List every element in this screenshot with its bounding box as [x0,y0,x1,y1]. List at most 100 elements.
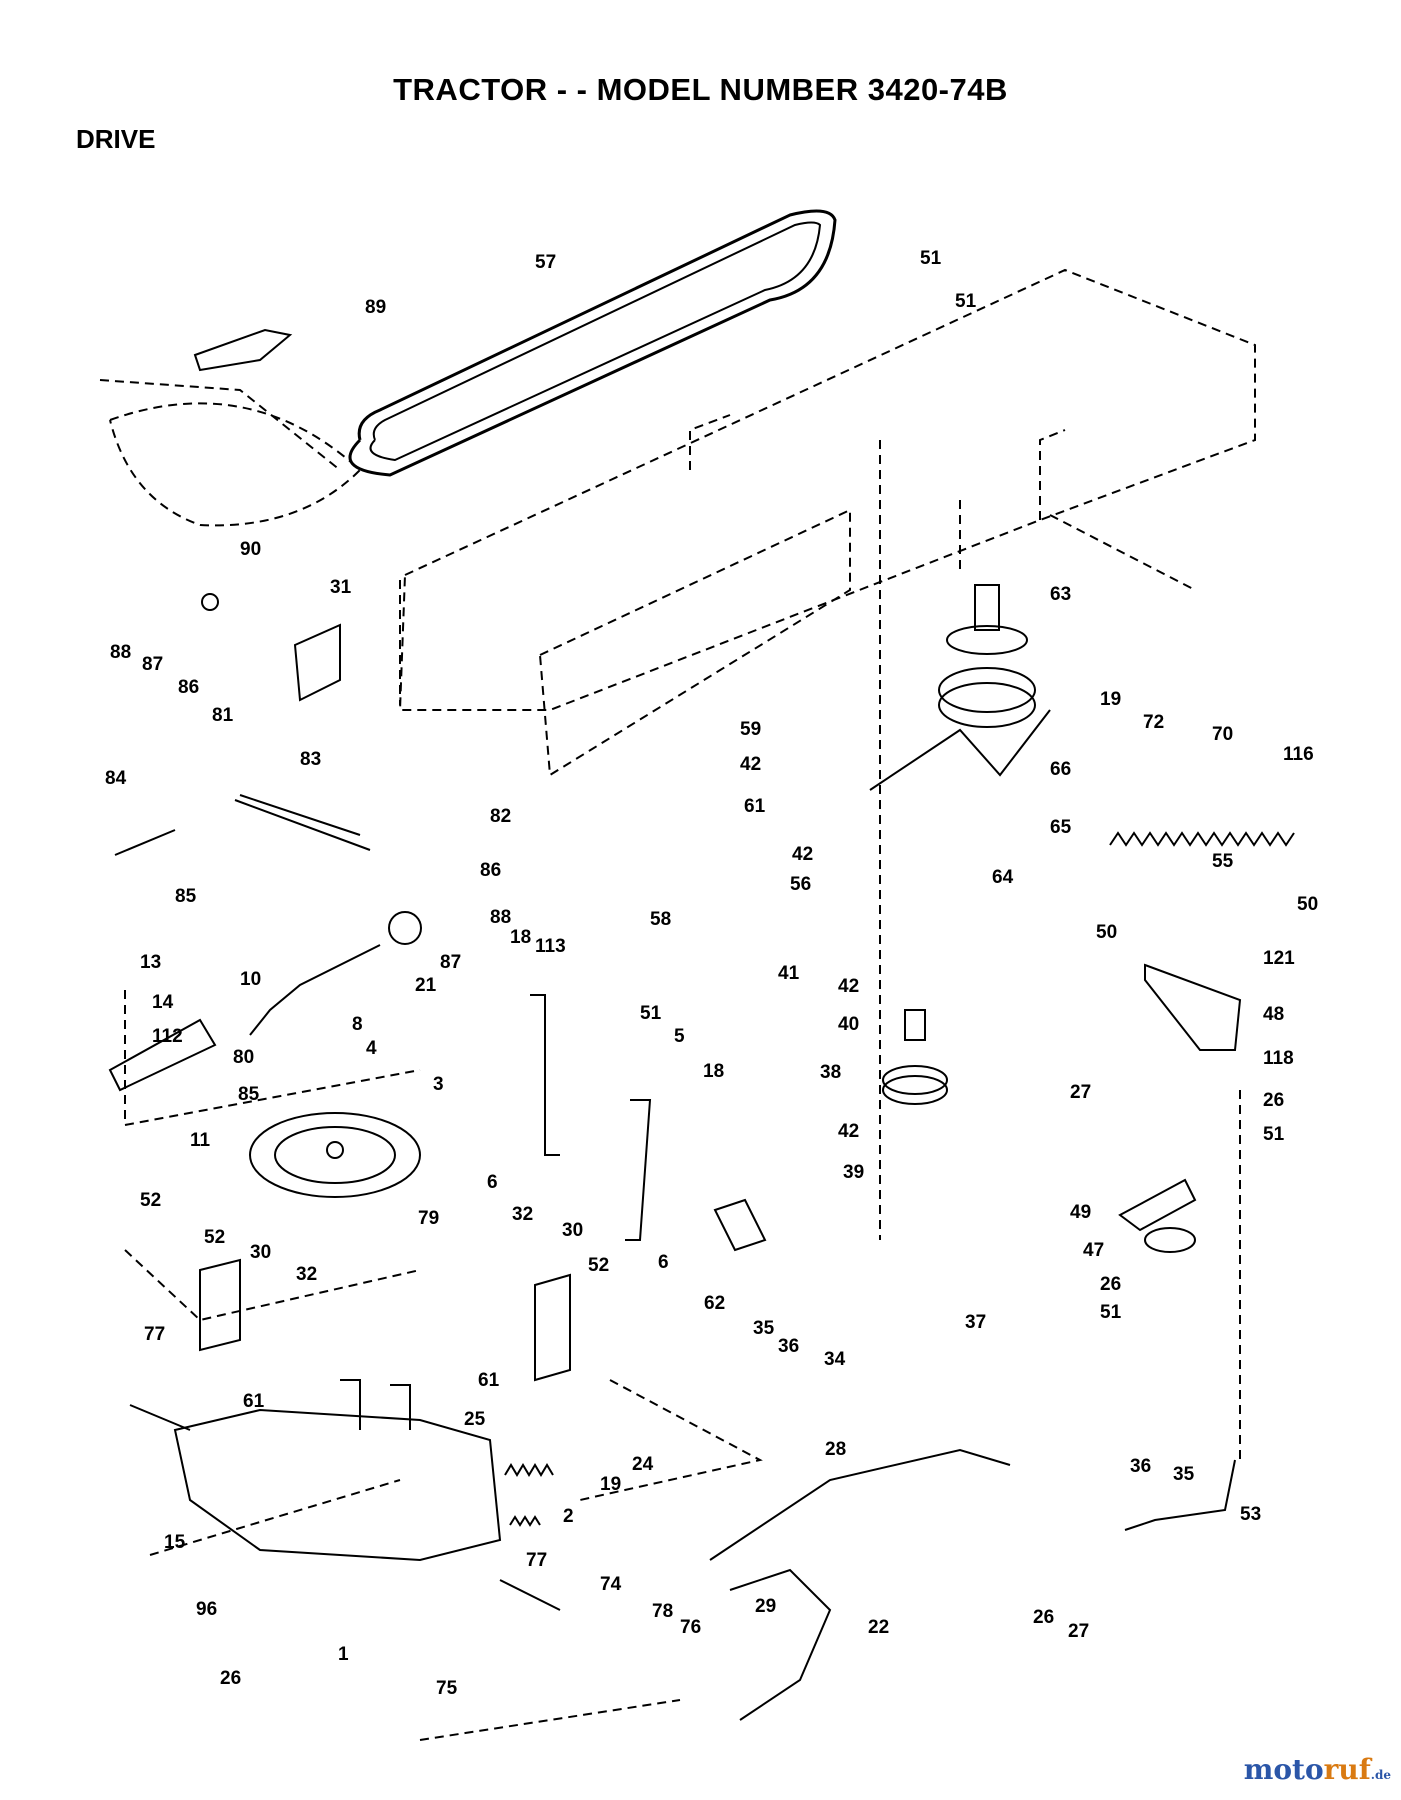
callout-label: 51 [1100,1302,1122,1323]
callout-label: 39 [843,1162,864,1183]
callout-label: 19 [1100,689,1121,710]
callout-label: 55 [1212,851,1234,872]
callout-label: 77 [526,1550,547,1571]
callout-label: 70 [1212,724,1233,745]
callout-label: 42 [838,976,859,997]
callout-label: 5 [674,1026,685,1047]
callout-label: 49 [1070,1202,1091,1223]
callout-label: 62 [704,1293,725,1314]
callout-label: 56 [790,874,811,895]
callout-label: 10 [240,969,261,990]
callout-label: 50 [1297,894,1318,915]
callout-label: 42 [838,1121,859,1142]
pulley-3 [249,1112,421,1198]
callout-label: 57 [535,252,556,273]
callout-label: 77 [144,1324,165,1345]
callout-label: 118 [1263,1048,1294,1069]
callout-label: 4 [366,1038,377,1059]
callout-label: 26 [1263,1090,1284,1111]
callout-label: 85 [175,886,197,907]
callout-label: 37 [965,1312,986,1333]
callout-label: 61 [478,1370,500,1391]
callout-label: 75 [436,1678,458,1699]
callout-label: 21 [415,975,437,996]
callout-label: 87 [440,952,461,973]
callout-label: 42 [792,844,813,865]
callout-label: 32 [512,1204,533,1225]
callout-label: 86 [480,860,501,881]
spring-55 [1109,831,1295,847]
callout-label: 35 [1173,1464,1195,1485]
callout-label: 87 [142,654,163,675]
callout-label: 84 [105,768,127,789]
callout-label: 61 [744,796,766,817]
page-title: TRACTOR - - MODEL NUMBER 3420-74B [393,72,1008,107]
callout-label: 14 [152,992,174,1013]
callout-label: 30 [562,1220,583,1241]
callout-label: 85 [238,1084,260,1105]
callout-label: 41 [778,963,800,984]
callout-label: 6 [487,1172,498,1193]
callout-label: 72 [1143,712,1164,733]
callout-label: 66 [1050,759,1071,780]
callout-label: 36 [778,1336,799,1357]
callout-label: 90 [240,539,261,560]
watermark-part2: ruf [1323,1753,1371,1786]
callout-label: 80 [233,1047,254,1068]
pulley-63 [938,584,1036,728]
callout-label: 6 [658,1252,669,1273]
callout-label: 29 [755,1596,776,1617]
rod-28 [709,1448,1011,1561]
callout-labels: 57 51 51 89 90 31 63 19 72 70 116 88 87 … [105,248,1318,1699]
callout-label: 51 [1263,1124,1285,1145]
bracket-89 [193,328,293,372]
rod-22 [729,1568,832,1721]
callout-label: 59 [740,719,761,740]
callout-label: 25 [464,1409,486,1430]
callout-label: 3 [433,1074,444,1095]
callout-label: 15 [164,1532,186,1553]
watermark-logo: motoruf.de [1244,1753,1391,1786]
callout-label: 96 [196,1599,217,1620]
callout-label: 1 [338,1644,349,1665]
callout-label: 27 [1070,1082,1091,1103]
callout-label: 51 [955,291,977,312]
callout-label: 34 [824,1349,846,1370]
callout-label: 48 [1263,1004,1284,1025]
callout-label: 19 [600,1474,621,1495]
callout-label: 47 [1083,1240,1104,1261]
callout-label: 28 [825,1439,846,1460]
callout-label: 83 [300,749,321,770]
callout-label: 51 [640,1003,662,1024]
callout-label: 52 [204,1227,225,1248]
drive-belt [348,209,837,477]
cross-shaft [234,794,371,851]
callout-label: 32 [296,1264,317,1285]
callout-label: 8 [352,1014,363,1035]
watermark-suffix: .de [1370,1768,1391,1782]
callout-label: 53 [1240,1504,1261,1525]
callout-label: 112 [152,1026,183,1047]
callout-label: 42 [740,754,761,775]
callout-label: 26 [1100,1274,1121,1295]
callout-label: 51 [920,248,942,269]
callout-label: 64 [992,867,1014,888]
callout-label: 27 [1068,1621,1089,1642]
callout-label: 11 [190,1130,211,1151]
callout-label: 82 [490,806,511,827]
callout-label: 58 [650,909,671,930]
callout-label: 61 [243,1391,265,1412]
callout-label: 89 [365,297,386,318]
callout-label: 35 [753,1318,775,1339]
watermark-part1: moto [1243,1753,1324,1786]
callout-label: 22 [868,1617,889,1638]
callout-label: 81 [212,705,234,726]
section-heading: DRIVE [76,124,156,154]
callout-label: 121 [1263,948,1295,969]
callout-label: 52 [588,1255,609,1276]
callout-label: 113 [535,936,566,957]
callout-label: 13 [140,952,161,973]
callout-label: 38 [820,1062,841,1083]
